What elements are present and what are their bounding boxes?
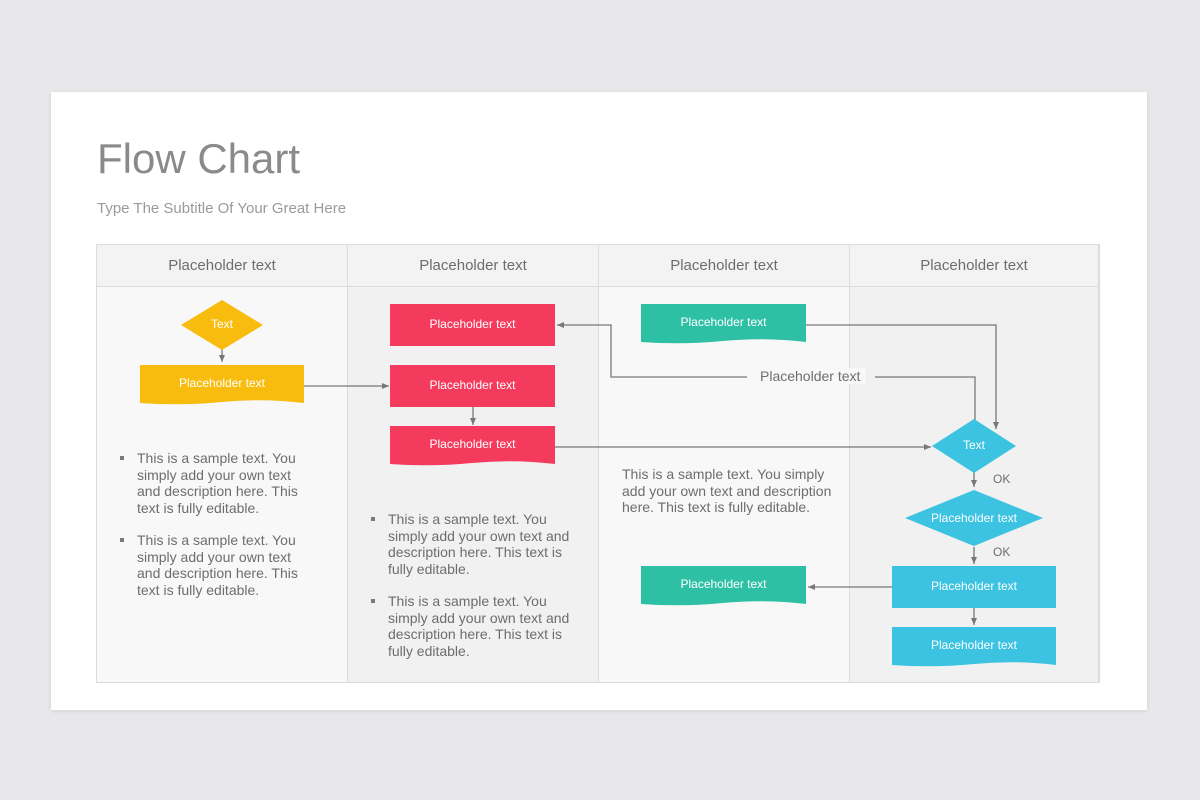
teal-process-2-label: Placeholder text — [680, 577, 767, 592]
yellow-process-label: Placeholder text — [178, 376, 266, 391]
blue-process-1-label: Placeholder text — [930, 579, 1018, 594]
connector-label-to-blue — [875, 376, 978, 429]
column-1-bullets: This is a sample text. You simply add yo… — [117, 450, 317, 614]
blue-process-1 — [892, 566, 1056, 608]
blue-decision-diamond-2 — [905, 490, 1043, 546]
yellow-decision-label: Text — [210, 317, 233, 332]
column-2: Placeholder text — [348, 245, 599, 682]
list-item: This is a sample text. You simply add yo… — [368, 511, 578, 577]
connector-teal-to-blue — [806, 324, 999, 429]
list-item: This is a sample text. You simply add yo… — [117, 450, 317, 516]
list-item: This is a sample text. You simply add yo… — [117, 532, 317, 598]
teal-process-1-label: Placeholder text — [680, 315, 767, 330]
red-process-3 — [390, 426, 555, 466]
flow-diagram — [140, 300, 1056, 667]
blue-process-2-label: Placeholder text — [930, 638, 1018, 653]
teal-process-1 — [641, 304, 806, 344]
red-process-3-label: Placeholder text — [429, 437, 516, 452]
yellow-decision-diamond — [181, 300, 263, 350]
ok-label-1: OK — [993, 472, 1011, 486]
red-process-1 — [390, 304, 555, 346]
blue-decision-diamond-1 — [932, 419, 1016, 473]
slide-subtitle: Type The Subtitle Of Your Great Here — [97, 200, 347, 217]
yellow-process-shape — [140, 365, 304, 405]
column-3: Placeholder text — [599, 245, 850, 682]
slide-title: Flow Chart — [97, 135, 301, 182]
flow-table: Placeholder text Placeholder text Placeh… — [96, 244, 1100, 683]
column-3-text: This is a sample text. You simply add yo… — [622, 466, 832, 515]
blue-decision-2-label: Placeholder text — [930, 511, 1018, 526]
column-4-header: Placeholder text — [850, 245, 1098, 287]
teal-process-2 — [641, 566, 806, 606]
column-3-header: Placeholder text — [599, 245, 849, 287]
slide: Flow Chart Type The Subtitle Of Your Gre… — [51, 92, 1147, 710]
column-1-header: Placeholder text — [97, 245, 347, 287]
column-2-header: Placeholder text — [348, 245, 598, 287]
connector-text-label: Placeholder text — [754, 368, 867, 384]
list-item: This is a sample text. You simply add yo… — [368, 593, 578, 659]
red-process-1-label: Placeholder text — [429, 317, 516, 332]
blue-process-2 — [892, 627, 1056, 667]
red-process-2-label: Placeholder text — [429, 378, 516, 393]
column-2-bullets: This is a sample text. You simply add yo… — [368, 511, 578, 675]
connector-label-to-red — [557, 322, 747, 378]
blue-decision-1-label: Text — [962, 438, 985, 453]
ok-label-2: OK — [993, 545, 1011, 559]
red-process-2 — [390, 365, 555, 407]
column-2-body — [348, 287, 598, 682]
column-3-body — [599, 287, 849, 682]
